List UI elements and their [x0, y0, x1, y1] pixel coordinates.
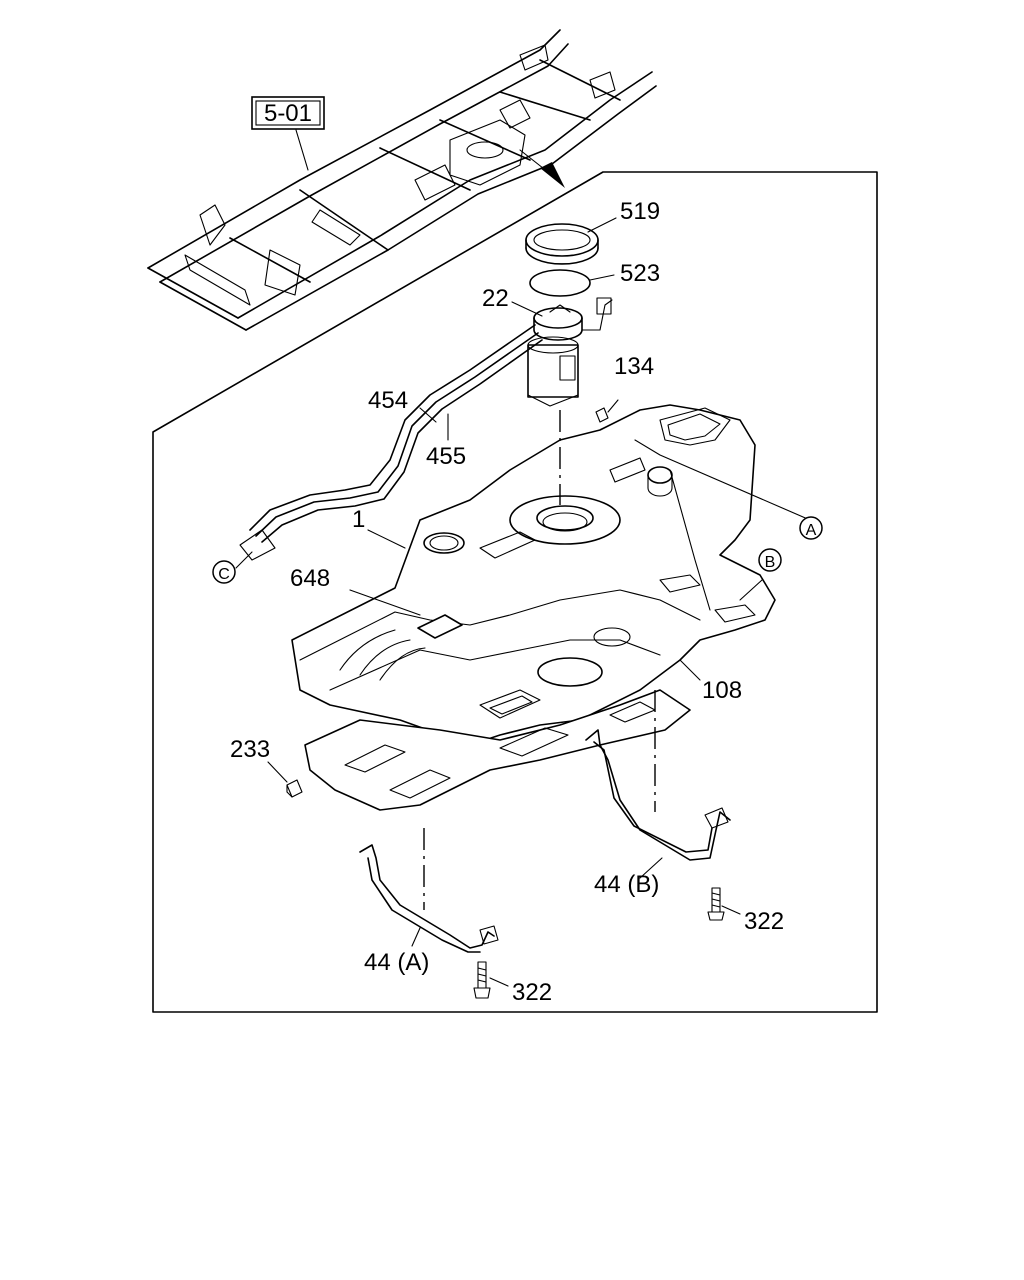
chassis-frame: [147, 29, 657, 331]
assembly-lines: [423, 410, 811, 910]
connector-c: C: [212, 560, 236, 584]
callouts: 519 523 22 134 454 455 1 648 108 233 44 …: [230, 198, 784, 1006]
label-plate-648: [417, 614, 463, 639]
callout-322-a: 322: [512, 979, 552, 1006]
callout-523: 523: [620, 260, 660, 287]
fuel-tank-1: [291, 404, 776, 746]
callout-455: 455: [426, 443, 466, 470]
lock-ring-519: [525, 223, 599, 265]
bolt-233: [286, 779, 303, 798]
leader-lines: [235, 217, 741, 987]
reference-box: 5-01: [251, 96, 325, 171]
connector-b: B: [758, 548, 782, 572]
callout-44b: 44 (B): [594, 871, 659, 898]
ref-box-label: 5-01: [264, 100, 312, 127]
fuel-pump-22: [527, 297, 613, 407]
connector-b-label: B: [765, 554, 776, 571]
connector-a: A: [799, 516, 823, 540]
view-arrow: [540, 162, 565, 188]
callout-108: 108: [702, 677, 742, 704]
callout-22: 22: [482, 285, 509, 312]
callout-233: 233: [230, 736, 270, 763]
strap-44b: [585, 729, 731, 861]
connector-a-label: A: [806, 522, 817, 539]
bolt-322-a: [473, 961, 491, 999]
gasket-523: [529, 269, 591, 297]
fuel-lines-454-455: [239, 324, 543, 561]
strap-44a: [359, 844, 499, 953]
callout-648: 648: [290, 565, 330, 592]
bolt-322-b: [707, 887, 725, 921]
detail-border: [152, 171, 878, 1013]
callout-44a: 44 (A): [364, 949, 429, 976]
callout-519: 519: [620, 198, 660, 225]
callout-1: 1: [352, 506, 365, 533]
callout-454: 454: [368, 387, 408, 414]
callout-134: 134: [614, 353, 654, 380]
callout-322-b: 322: [744, 908, 784, 935]
connector-c-label: C: [218, 566, 230, 583]
